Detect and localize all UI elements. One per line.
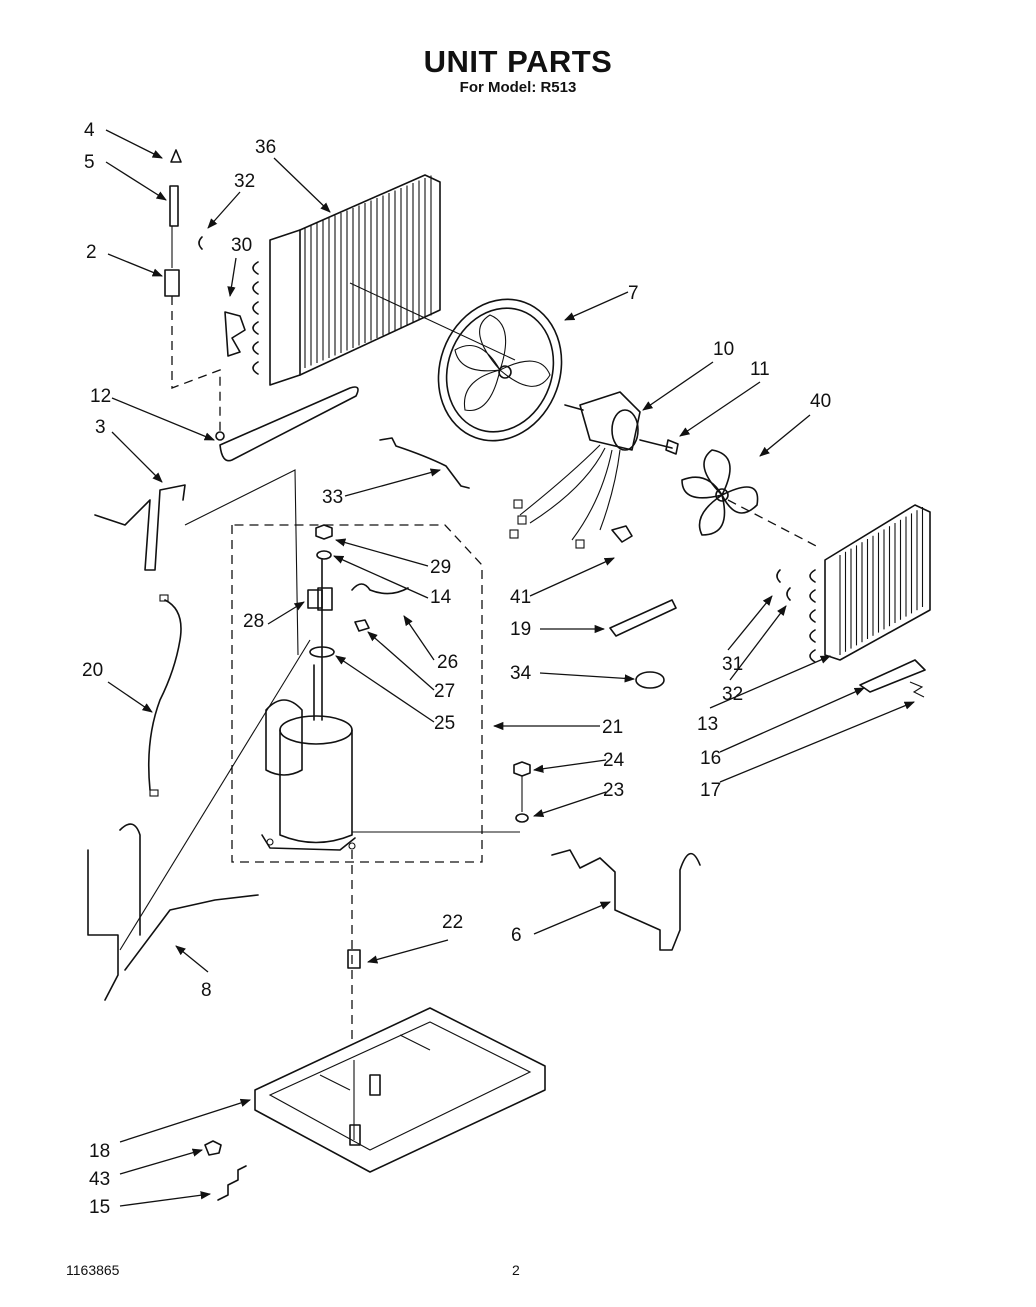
callout-7: 7 [628, 283, 639, 304]
thermostat-wire-33 [379, 437, 470, 489]
bracket-30 [198, 236, 246, 357]
callout-16: 16 [700, 748, 721, 769]
valve-core-cap [164, 149, 221, 432]
blower-wheel [681, 449, 821, 549]
callout-31: 31 [722, 654, 743, 675]
callout-4: 4 [84, 120, 95, 141]
callout-19: 19 [510, 619, 531, 640]
leader-arrow [533, 901, 611, 935]
callout-32-top: 32 [234, 171, 255, 192]
leader-arrow [709, 655, 831, 709]
leader-arrow [107, 253, 163, 277]
small-hardware [204, 525, 677, 1201]
leader-arrow [119, 1191, 212, 1207]
callout-2: 2 [86, 242, 97, 263]
callout-28: 28 [243, 611, 264, 632]
callout-23: 23 [603, 780, 624, 801]
callout-14: 14 [430, 587, 452, 608]
callout-29: 29 [430, 557, 451, 578]
callout-27: 27 [434, 681, 455, 702]
fan-motor [509, 391, 679, 549]
callout-30: 30 [231, 235, 252, 256]
leader-lines [105, 129, 915, 1207]
leader-arrow [333, 555, 429, 599]
callout-11: 11 [750, 359, 770, 380]
callout-3: 3 [95, 417, 106, 438]
tube-8 [87, 639, 311, 1001]
leader-arrow [119, 1148, 203, 1175]
tube-3 [94, 469, 299, 656]
callouts: 4 5 2 36 32 30 7 10 11 40 12 3 33 29 14 … [82, 120, 831, 1218]
model-subtitle: For Model: R513 [459, 79, 577, 96]
callout-5: 5 [84, 152, 95, 173]
callout-41: 41 [510, 587, 531, 608]
leader-arrow [267, 601, 305, 625]
callout-26: 26 [437, 652, 458, 673]
page-title: UNIT PARTS [423, 44, 613, 79]
callout-33: 33 [322, 487, 343, 508]
leader-arrow [175, 945, 209, 973]
callout-15: 15 [89, 1197, 110, 1218]
leader-arrow [207, 191, 241, 229]
heater-element [215, 386, 359, 462]
leader-arrow [334, 538, 429, 567]
callout-6: 6 [511, 925, 522, 946]
document-number: 1163865 [66, 1262, 120, 1278]
callout-43: 43 [89, 1169, 110, 1190]
leader-arrow [642, 361, 714, 411]
fan-shroud [437, 298, 563, 442]
leader-arrow [529, 557, 615, 597]
leader-arrow [539, 672, 636, 683]
leader-arrow [344, 468, 442, 497]
callout-21: 21 [602, 717, 623, 738]
leader-arrow [367, 631, 435, 691]
callout-20: 20 [82, 660, 103, 681]
compressor [261, 559, 520, 1040]
callout-32-right: 32 [722, 684, 743, 705]
leader-arrow [227, 257, 237, 298]
leader-arrow [111, 397, 215, 441]
callout-17: 17 [700, 780, 721, 801]
leader-arrow [335, 655, 435, 723]
leader-arrow [532, 759, 607, 773]
tube-6 [551, 849, 701, 951]
wire-harness-20 [147, 594, 182, 797]
leader-arrow [533, 791, 607, 817]
callout-34: 34 [510, 663, 532, 684]
leader-arrow [727, 595, 773, 651]
leader-arrow [105, 161, 167, 201]
leader-arrow [107, 681, 153, 713]
leader-arrow [273, 157, 331, 213]
condenser-coil [252, 174, 516, 386]
evaporator-coil [776, 504, 931, 698]
compressor-hardware [307, 524, 531, 823]
leader-arrow [564, 291, 629, 321]
leader-arrow [366, 939, 449, 964]
leader-arrow [679, 381, 761, 437]
callout-8: 8 [201, 980, 212, 1001]
leader-arrow [719, 687, 865, 753]
leader-arrow [111, 431, 163, 483]
callout-12: 12 [90, 386, 111, 407]
callout-24: 24 [603, 750, 625, 771]
leader-arrow [403, 615, 435, 661]
callout-22: 22 [442, 912, 463, 933]
callout-18: 18 [89, 1141, 110, 1162]
compressor-kit-box [231, 524, 483, 863]
leader-arrow [119, 1098, 251, 1143]
callout-25: 25 [434, 713, 455, 734]
callout-36: 36 [255, 137, 276, 158]
callout-13: 13 [697, 714, 718, 735]
leader-arrow [719, 701, 915, 783]
leader-arrow [105, 129, 163, 159]
callout-10: 10 [713, 339, 734, 360]
leader-arrow [729, 605, 787, 681]
page-number: 2 [512, 1262, 520, 1278]
leader-arrow [759, 414, 811, 457]
base-pan [254, 949, 546, 1173]
callout-40: 40 [810, 391, 831, 412]
